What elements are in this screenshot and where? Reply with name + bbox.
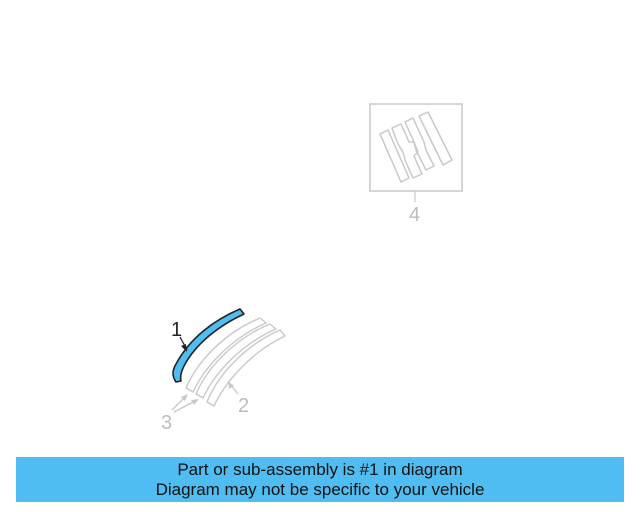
part-3-leaders (171, 394, 199, 413)
part-3-molding-outer (195, 323, 277, 399)
callout-2: 2 (238, 395, 249, 417)
banner-line-2: Diagram may not be specific to your vehi… (155, 479, 485, 499)
callout-3: 3 (161, 412, 172, 434)
part-4-strip-c (404, 117, 435, 171)
part-4-strip-d (418, 111, 453, 166)
part-4-label-kit: 4 (369, 103, 463, 226)
part-2-molding (206, 329, 286, 407)
callout-4: 4 (409, 204, 420, 226)
part-4-frame (369, 103, 463, 192)
part-1-leader-arrow (181, 344, 187, 352)
part-2-leader (228, 381, 239, 395)
part-3-molding-inner (185, 317, 267, 393)
part-4-strip-a (379, 129, 410, 183)
callout-1: 1 (171, 319, 182, 341)
part-2-3-moldings (185, 317, 286, 407)
info-banner: Part or sub-assembly is #1 in diagram Di… (16, 457, 624, 502)
banner-line-1: Part or sub-assembly is #1 in diagram (177, 459, 463, 479)
part-4-strip-b (391, 123, 423, 179)
part-1-molding-highlighted (172, 308, 245, 383)
